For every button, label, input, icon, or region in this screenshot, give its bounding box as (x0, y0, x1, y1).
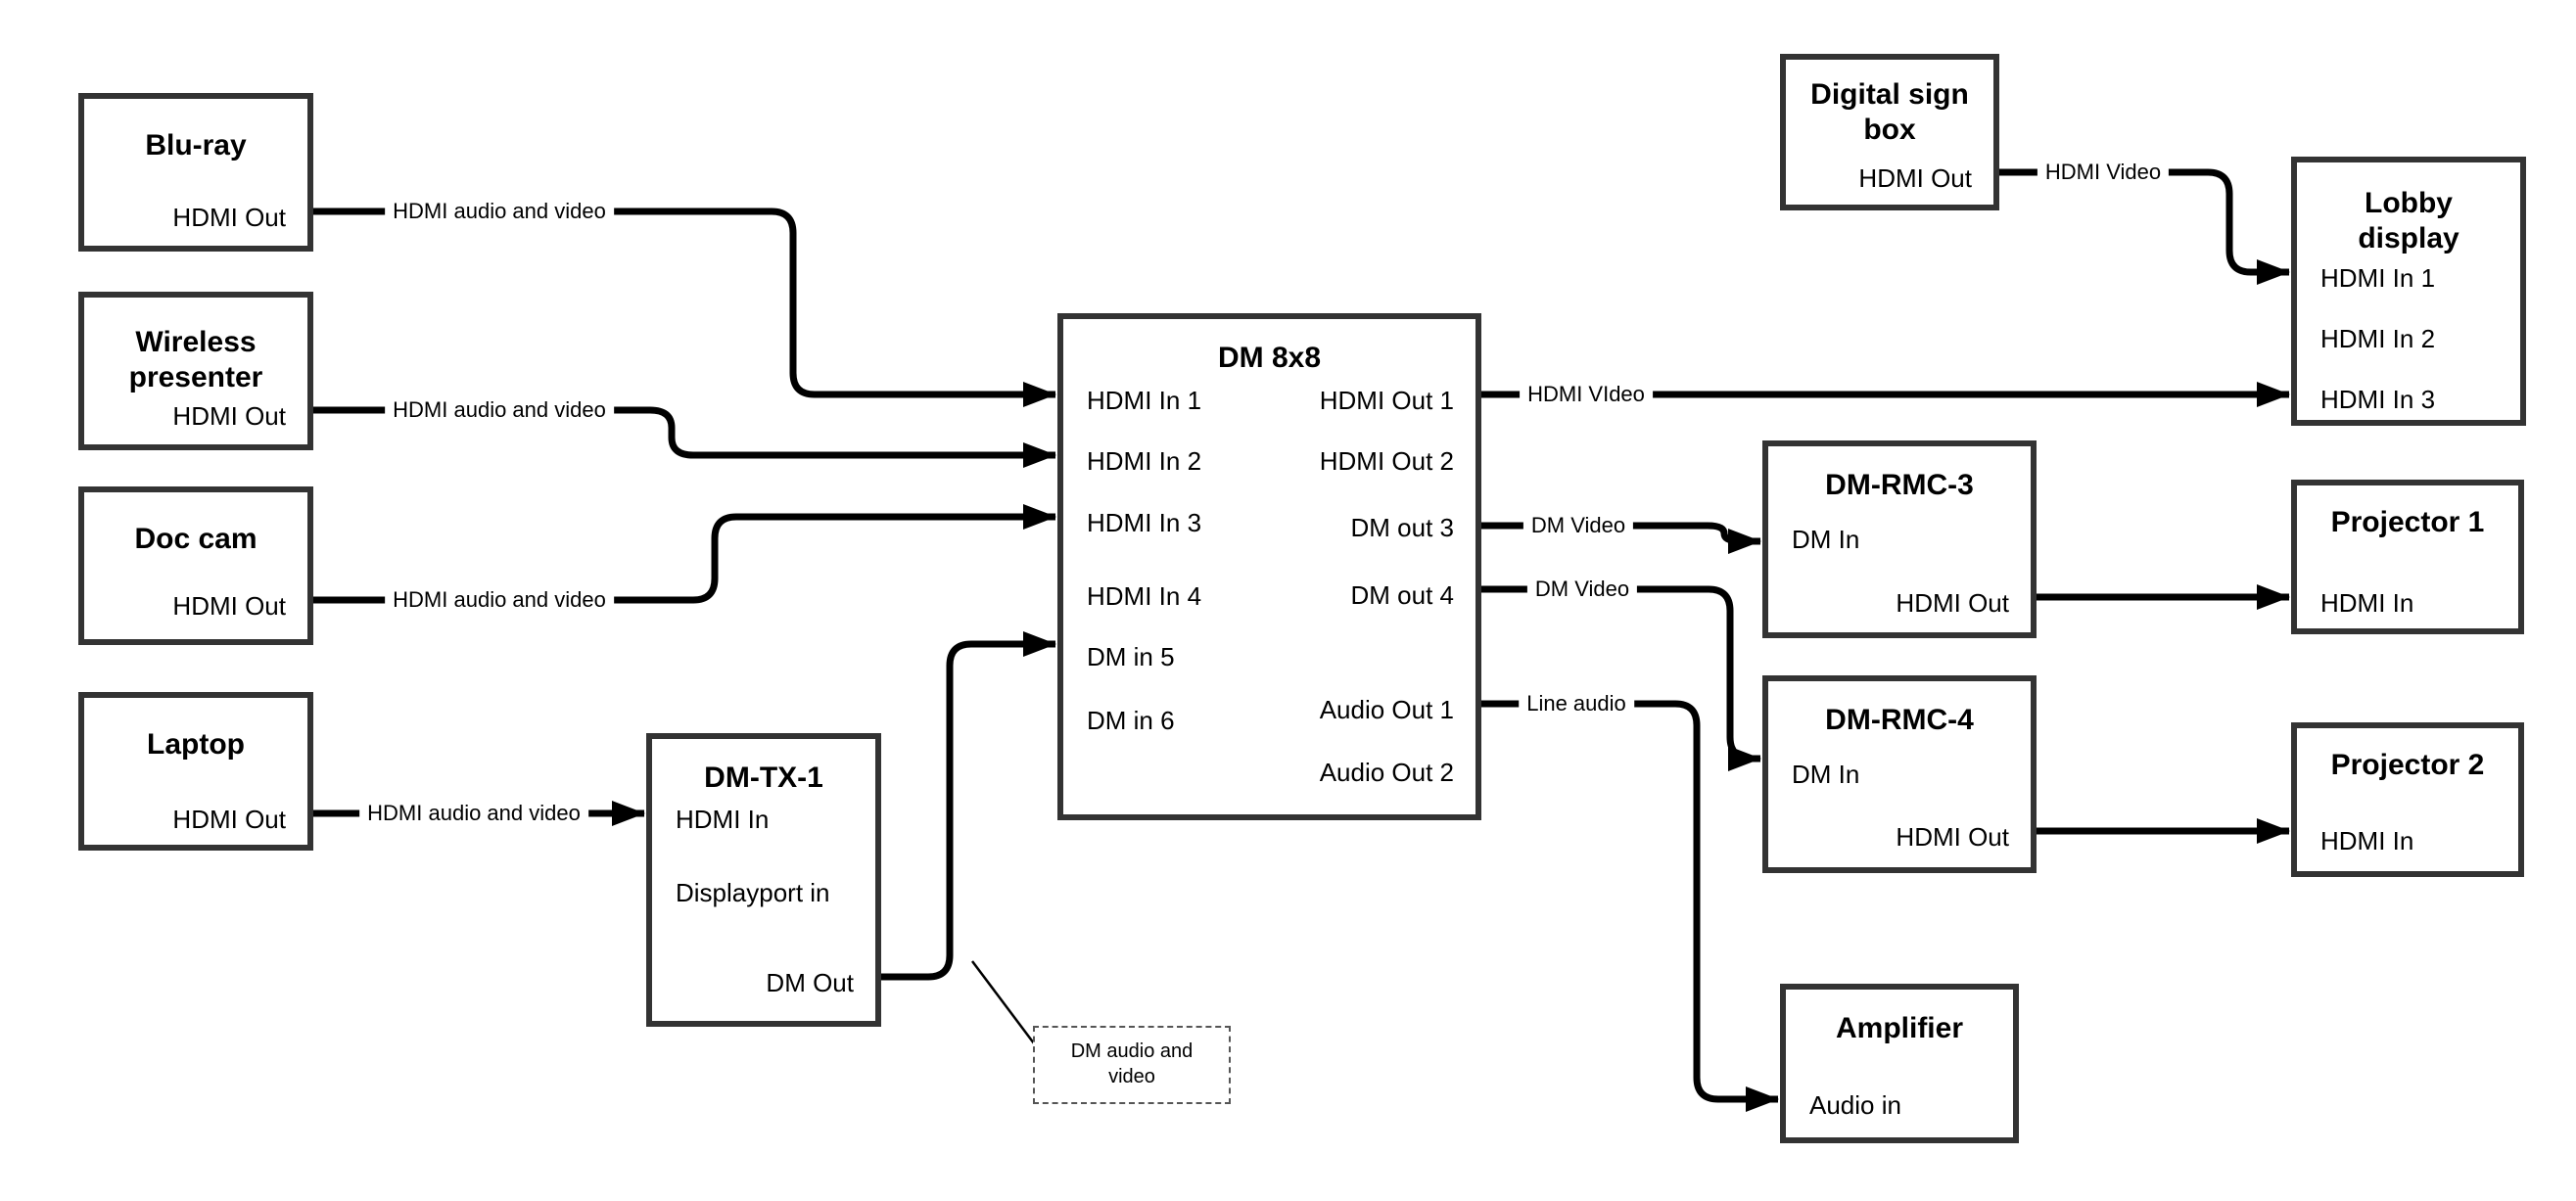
port-hdmi-out: HDMI Out (172, 203, 286, 232)
node-projector-2: Projector 2 HDMI In (2291, 722, 2524, 877)
port-hdmi-in: HDMI In (2320, 826, 2414, 855)
node-wireless-presenter: Wireless presenter HDMI Out (78, 292, 313, 450)
node-projector-1: Projector 1 HDMI In (2291, 480, 2524, 634)
wire-dm8x8-dmout4-to-dmrmc4-dm-in (1479, 585, 1761, 771)
wire-dm8x8-audioout1-to-amplifier-audio-in (1479, 700, 1779, 1112)
node-dm-rmc-3: DM-RMC-3 DM In HDMI Out (1762, 440, 2037, 638)
port-audio-out-1: Audio Out 1 (1319, 695, 1454, 724)
node-title: Digital sign box (1810, 78, 1969, 146)
node-title: DM-RMC-4 (1825, 704, 1974, 736)
port-hdmi-out: HDMI Out (172, 805, 286, 834)
annotation-leader-line (971, 960, 1035, 1044)
node-title: Doc cam (134, 523, 258, 555)
port-hdmi-out: HDMI Out (1896, 822, 2009, 852)
node-laptop: Laptop HDMI Out (78, 692, 313, 851)
node-title: Laptop (147, 728, 245, 761)
port-hdmi-in-1: HDMI In 1 (1087, 386, 1202, 415)
node-title: DM 8x8 (1217, 342, 1322, 374)
port-hdmi-out: HDMI Out (172, 401, 286, 431)
wire-label-doccam-hdmi-av: HDMI audio and video (385, 587, 614, 613)
node-digital-sign-box: Digital sign box HDMI Out (1780, 54, 1999, 210)
wire-dm8x8-dmout3-to-dmrmc3-dm-in (1479, 522, 1761, 554)
wire-digitalsign-to-lobby-hdmi-in-1 (1997, 168, 2290, 285)
port-dm-out-3: DM out 3 (1350, 513, 1455, 542)
node-title: Amplifier (1835, 1012, 1964, 1044)
node-title: Lobby display (2358, 187, 2459, 254)
port-hdmi-in-3: HDMI In 3 (1087, 508, 1202, 537)
wire-wireless-to-dm8x8-hdmi-in-2 (311, 406, 1056, 468)
wire-label-dm-video-rmc3: DM Video (1522, 513, 1634, 538)
wire-label-hdmi-video-lobby: HDMI VIdeo (1520, 382, 1653, 407)
node-title: DM-TX-1 (704, 762, 823, 794)
port-dm-in: DM In (1792, 525, 1860, 554)
annotation-dm-audio-and-video: DM audio and video (1033, 1026, 1231, 1104)
port-hdmi-in-4: HDMI In 4 (1087, 581, 1202, 611)
wire-label-laptop-hdmi-av: HDMI audio and video (359, 801, 588, 826)
node-title: Projector 2 (2330, 749, 2485, 781)
port-audio-out-2: Audio Out 2 (1319, 758, 1454, 787)
wire-label-hdmi-video-digitalsign: HDMI Video (2037, 160, 2170, 185)
node-title: Blu-ray (145, 129, 247, 162)
port-displayport-in: Displayport in (676, 878, 830, 907)
port-hdmi-out: HDMI Out (1896, 588, 2009, 618)
node-title: Projector 1 (2330, 506, 2485, 538)
port-hdmi-out: HDMI Out (1858, 163, 1972, 193)
node-dm-tx-1: DM-TX-1 HDMI In Displayport in DM Out (646, 733, 881, 1027)
node-lobby-display: Lobby display HDMI In 1 HDMI In 2 HDMI I… (2291, 157, 2526, 426)
port-hdmi-in: HDMI In (2320, 588, 2414, 618)
wire-label-dm-video-rmc4: DM Video (1526, 577, 1638, 602)
node-amplifier: Amplifier Audio in (1780, 984, 2019, 1143)
port-hdmi-in: HDMI In (676, 805, 770, 834)
port-dm-out: DM Out (766, 968, 854, 997)
port-hdmi-out: HDMI Out (172, 591, 286, 621)
port-hdmi-in-2: HDMI In 2 (1087, 446, 1202, 476)
node-doc-cam: Doc cam HDMI Out (78, 486, 313, 645)
wire-bluray-to-dm8x8-hdmi-in-1 (311, 208, 1056, 407)
node-blu-ray: Blu-ray HDMI Out (78, 93, 313, 252)
port-hdmi-in-1: HDMI In 1 (2320, 263, 2436, 293)
node-dm-8x8: DM 8x8 HDMI In 1 HDMI In 2 HDMI In 3 HDM… (1057, 313, 1481, 820)
port-dm-in: DM In (1792, 760, 1860, 789)
node-dm-rmc-4: DM-RMC-4 DM In HDMI Out (1762, 675, 2037, 873)
wire-label-bluray-hdmi-av: HDMI audio and video (385, 199, 614, 224)
port-audio-in: Audio in (1809, 1090, 1901, 1120)
port-hdmi-in-3: HDMI In 3 (2320, 385, 2436, 414)
wire-label-wireless-hdmi-av: HDMI audio and video (385, 397, 614, 423)
port-hdmi-out-1: HDMI Out 1 (1319, 386, 1454, 415)
wire-label-line-audio: Line audio (1519, 691, 1634, 716)
node-title: Wireless presenter (128, 326, 263, 393)
port-hdmi-in-2: HDMI In 2 (2320, 324, 2436, 353)
port-hdmi-out-2: HDMI Out 2 (1319, 446, 1454, 476)
wire-doccam-to-dm8x8-hdmi-in-3 (311, 504, 1056, 604)
node-title: DM-RMC-3 (1825, 469, 1974, 501)
port-dm-in-6: DM in 6 (1087, 706, 1175, 735)
wire-dmtx1-dmout-to-dm8x8-dm-in-5 (879, 631, 1056, 981)
port-dm-in-5: DM in 5 (1087, 642, 1175, 671)
port-dm-out-4: DM out 4 (1350, 580, 1455, 610)
